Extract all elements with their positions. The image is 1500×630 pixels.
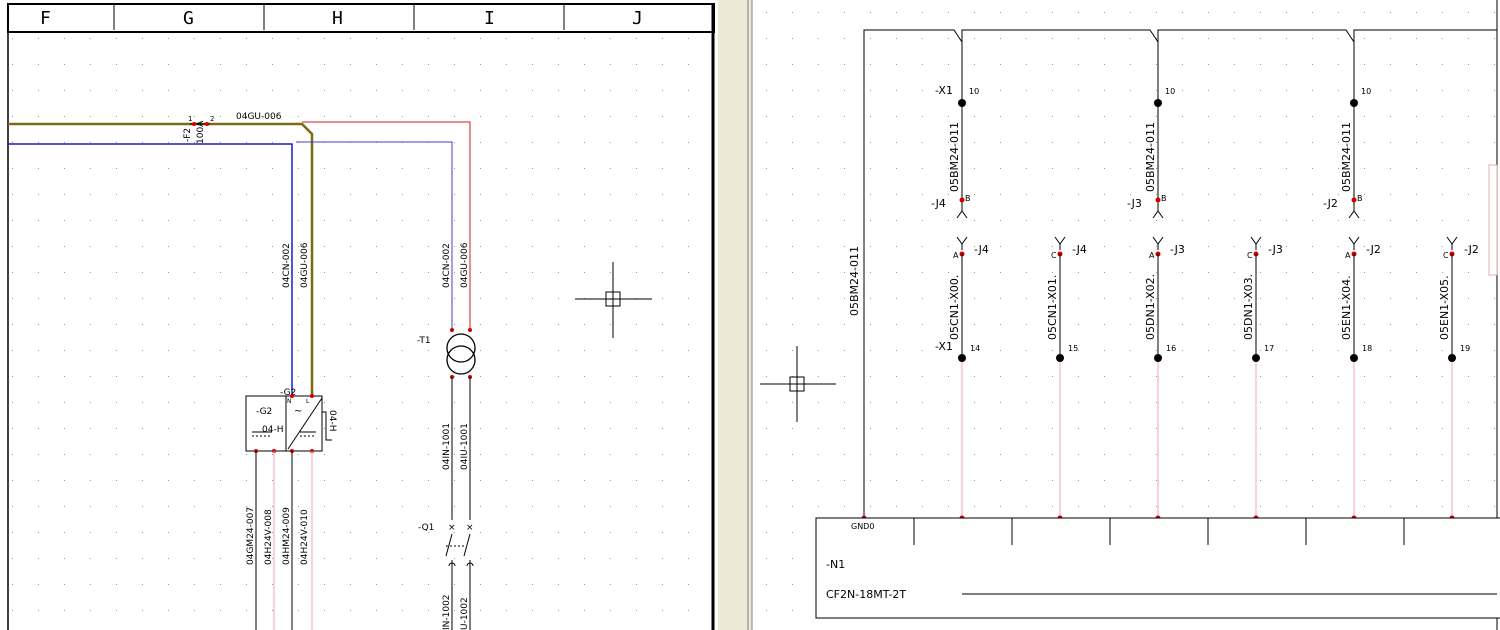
input-connector-tag: -J3 [1268, 243, 1283, 256]
wire-label-cn-t1: 04CN-002 [442, 243, 452, 288]
connector-pin: B [1161, 194, 1167, 203]
wire-label-in-1001: 04IN-1001 [442, 423, 452, 470]
wire-label-hm24-009: 04HM24-009 [282, 507, 292, 565]
wire-label-gm24-007: 04GM24-007 [246, 507, 256, 565]
bus-wire-label: 05BM24-011 [1144, 122, 1157, 192]
bus-wire-label: 05BM24-011 [948, 122, 961, 192]
svg-text:×: × [448, 523, 456, 533]
input-connector-pin: A [1345, 251, 1351, 260]
input-connector-tag: -J4 [974, 243, 989, 256]
wire-red[interactable] [302, 121, 471, 330]
bus-group-1[interactable]: -X1 10 05BM24-011-J4 B [931, 42, 979, 219]
input-connector-tag: -J4 [1072, 243, 1087, 256]
column-label-j: J [632, 8, 643, 29]
svg-text:~: ~ [294, 406, 302, 417]
input-connector-pin: A [1149, 251, 1155, 260]
connector-pin: B [1357, 194, 1363, 203]
input-connector-pin: C [1247, 251, 1253, 260]
wire-label-cn: 04CN-002 [282, 243, 292, 288]
terminal-pin-top: 10 [1165, 87, 1175, 96]
plc-tag: -N1 [826, 558, 845, 571]
input-wire-label: 05DN1-X03. [1242, 274, 1255, 340]
wire-label-in-1002: IN-1002 [442, 594, 452, 630]
bus-wire-label: 05BM24-011 [1340, 122, 1353, 192]
wire-label-h24v-008: 04H24V-008 [264, 509, 274, 565]
wire-label-u-1002: U-1002 [460, 597, 470, 630]
svg-text:×: × [466, 523, 474, 533]
transformer-t1[interactable]: -T1 [417, 328, 476, 379]
supply-tag-top: -G2 [280, 388, 296, 398]
input-wire-label: 05EN1-X04. [1340, 275, 1353, 340]
breaker-q1[interactable]: -Q1 × × [418, 523, 474, 630]
supply-sub-label: 04-H [262, 425, 283, 435]
input-terminal-pin: 15 [1068, 344, 1078, 353]
input-wire-label: 05DN1-X02. [1144, 274, 1157, 340]
column-header [7, 3, 715, 33]
breaker-tag: -Q1 [418, 523, 434, 533]
connector-tag: -J4 [931, 197, 946, 210]
connector-pin: B [965, 194, 971, 203]
plc-block-n1[interactable]: GND0 -N1 CF2N-18MT-2T [815, 517, 1500, 619]
supply-pin-n: N [287, 398, 292, 405]
input-connector-pin: C [1051, 251, 1057, 260]
column-label-g: G [183, 8, 194, 29]
input-terminal-pin: 14 [970, 344, 980, 353]
supply-pin-l: L [306, 398, 310, 405]
column-label-i: I [484, 8, 495, 29]
connector-tag: -J2 [1323, 197, 1338, 210]
fuse-pin-2: 2 [210, 115, 214, 123]
input-wire-label: 05CN1-X01. [1046, 275, 1059, 340]
crosshair-cursor-left [575, 262, 652, 338]
input-connector-pin: C [1443, 251, 1449, 260]
connector-tag: -J3 [1127, 197, 1142, 210]
input-connector-tag: -J2 [1464, 243, 1479, 256]
column-label-h: H [332, 8, 343, 29]
terminal-tag-top: -X1 [935, 84, 953, 97]
input-connector-pin: A [953, 251, 959, 260]
wire-blue[interactable] [8, 143, 293, 396]
plc-model: CF2N-18MT-2T [826, 588, 906, 601]
bus-group-2[interactable]: 10 05BM24-011-J3 B [1127, 42, 1175, 219]
wire-blue-thin[interactable] [296, 141, 453, 330]
terminal-pin-top: 10 [969, 87, 979, 96]
wire-label-gu-t1: 04GU-006 [460, 242, 470, 288]
input-terminal-pin: 16 [1166, 344, 1176, 353]
bus-group-3[interactable]: 10 05BM24-011-J2 B [1323, 42, 1371, 219]
column-label-f: F [40, 8, 51, 29]
crosshair-cursor-right [760, 346, 836, 422]
input-connector-tag: -J2 [1366, 243, 1381, 256]
fuse-tag: -F2 [183, 128, 193, 142]
input-wire-label: 05EN1-X05. [1438, 275, 1451, 340]
fuse-pin-1: 1 [188, 115, 192, 123]
left-sheet[interactable]: F G H I J -F2 100A 1 2 04GU-006 04CN-002… [0, 0, 718, 630]
top-wire-label: 04GU-006 [236, 112, 282, 122]
transformer-tag: -T1 [417, 336, 431, 346]
wire-label-iu-1001: 04IU-1001 [460, 423, 470, 470]
wire-label-h24v-010: 04H24V-010 [300, 509, 310, 565]
fuse-rating: 100A [196, 120, 206, 144]
supply-side-label: 04-H [327, 410, 337, 431]
input-connector-tag: -J3 [1170, 243, 1185, 256]
power-supply-g2[interactable]: ~ -G2 -G2 04-H N L 04-H [245, 388, 337, 453]
input-terminal-pin: 19 [1460, 344, 1470, 353]
left-wire-label: 05BM24-011 [848, 246, 861, 316]
input-terminal-pin: 18 [1362, 344, 1372, 353]
fuse-f2[interactable]: -F2 100A 1 2 [183, 115, 214, 144]
input-terminal-pin: 17 [1264, 344, 1274, 353]
input-terminal-tag: -X1 [935, 340, 953, 353]
sheet-divider [718, 0, 752, 630]
wire-brown[interactable] [8, 122, 314, 396]
wire-label-gu: 04GU-006 [300, 242, 310, 288]
terminal-pin-top: 10 [1361, 87, 1371, 96]
plc-gnd-label: GND0 [851, 522, 874, 531]
input-wire-label: 05CN1-X00. [948, 275, 961, 340]
supply-tag-inner: -G2 [256, 407, 272, 417]
